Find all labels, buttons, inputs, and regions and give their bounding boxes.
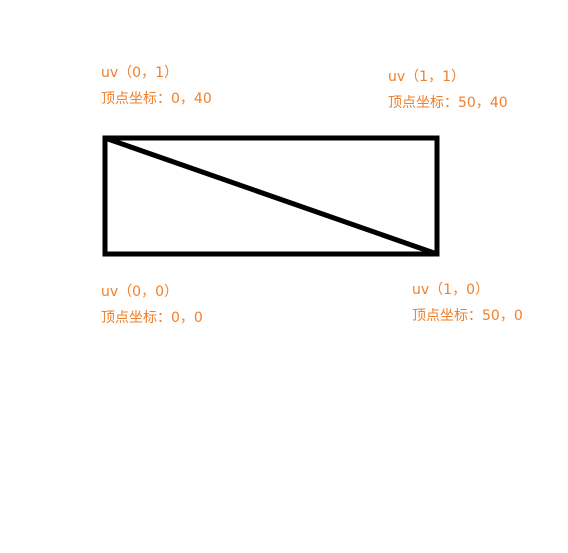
vertex-label-bottom-left: uv（0，0） 顶点坐标：0，0 <box>101 279 203 331</box>
quad-diagonal <box>102 135 440 257</box>
vertex-coord-bottom-left: 顶点坐标：0，0 <box>101 310 203 326</box>
quad-rectangle <box>102 135 440 257</box>
vertex-coord-top-left: 顶点坐标：0，40 <box>101 91 212 107</box>
vertex-coord-bottom-right: 顶点坐标：50，0 <box>412 308 523 324</box>
vertex-uv-top-right: uv（1，1） <box>388 69 465 85</box>
vertex-uv-bottom-left: uv（0，0） <box>101 284 178 300</box>
vertex-uv-bottom-right: uv（1，0） <box>412 282 489 298</box>
vertex-label-bottom-right: uv（1，0） 顶点坐标：50，0 <box>412 277 523 329</box>
vertex-label-top-left: uv（0，1） 顶点坐标：0，40 <box>101 60 212 112</box>
vertex-label-top-right: uv（1，1） 顶点坐标：50，40 <box>388 64 508 116</box>
vertex-coord-top-right: 顶点坐标：50，40 <box>388 95 508 111</box>
vertex-uv-top-left: uv（0，1） <box>101 65 178 81</box>
